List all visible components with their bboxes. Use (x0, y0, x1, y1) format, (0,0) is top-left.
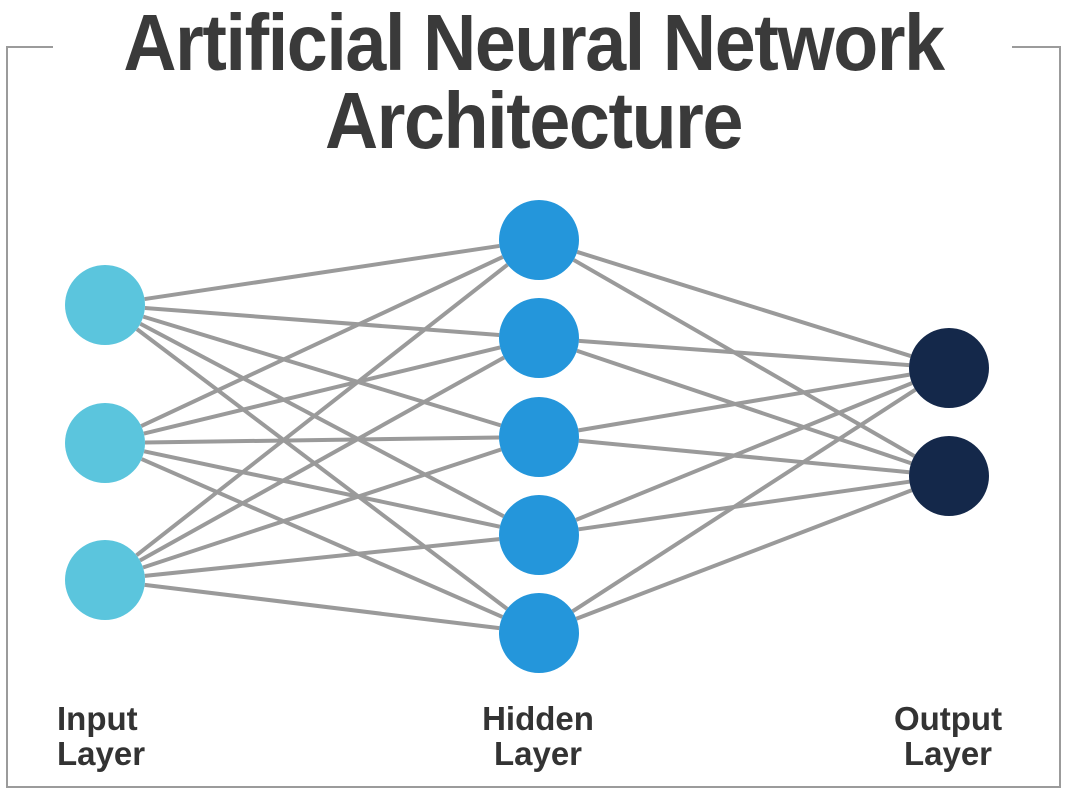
edge-input1-hidden4 (139, 321, 505, 519)
output-node-2[interactable] (909, 436, 989, 516)
node-group (65, 200, 989, 673)
edge-hidden4-output1 (575, 381, 913, 522)
edge-hidden3-output1 (578, 372, 910, 433)
edge-hidden3-output2 (578, 438, 910, 475)
edge-input3-hidden1 (135, 263, 509, 557)
hidden-node-3[interactable] (499, 397, 579, 477)
edge-input3-hidden5 (144, 582, 500, 631)
output-node-1[interactable] (909, 328, 989, 408)
input-node-2[interactable] (65, 403, 145, 483)
edge-hidden1-output1 (576, 250, 912, 358)
edge-hidden4-output2 (578, 479, 910, 532)
layer-caption-hidden: Hidden Layer (482, 700, 594, 772)
edge-input1-hidden3 (142, 314, 502, 428)
edge-input2-hidden5 (140, 457, 504, 619)
edge-hidden2-output1 (578, 338, 910, 368)
edge-hidden2-output2 (576, 348, 912, 466)
edge-input1-hidden5 (135, 327, 509, 611)
edge-input3-hidden4 (144, 537, 500, 578)
edge-hidden5-output2 (575, 488, 913, 621)
edge-input1-hidden1 (144, 243, 500, 302)
edge-hidden5-output1 (571, 388, 917, 613)
edge-input3-hidden2 (138, 355, 506, 563)
hidden-node-4[interactable] (499, 495, 579, 575)
layer-caption-input: Input Layer (57, 700, 146, 772)
edge-input2-hidden1 (140, 255, 504, 428)
edge-input2-hidden4 (143, 449, 501, 529)
input-node-3[interactable] (65, 540, 145, 620)
edge-input2-hidden3 (144, 435, 500, 445)
hidden-node-1[interactable] (499, 200, 579, 280)
edge-input3-hidden3 (142, 447, 502, 570)
hidden-node-5[interactable] (499, 593, 579, 673)
edge-group (135, 243, 917, 631)
hidden-node-2[interactable] (499, 298, 579, 378)
page-title: Artificial Neural Network Architecture (123, 0, 945, 166)
edge-input1-hidden2 (144, 306, 500, 337)
edge-hidden1-output2 (572, 258, 916, 458)
layer-caption-output: Output Layer (893, 700, 1003, 772)
edge-input2-hidden2 (143, 345, 501, 436)
input-node-1[interactable] (65, 265, 145, 345)
